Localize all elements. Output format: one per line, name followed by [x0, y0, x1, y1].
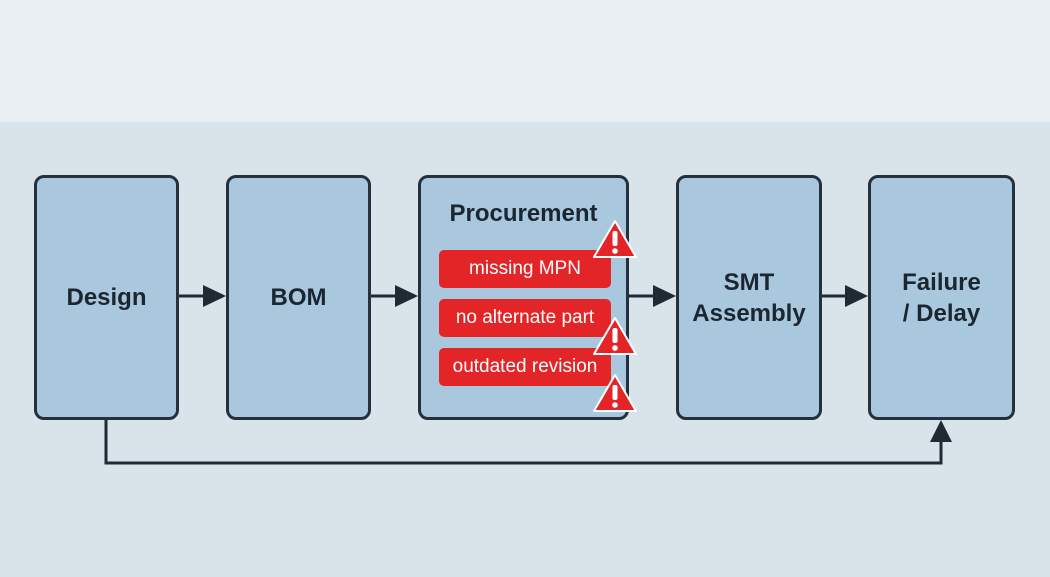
node-bom: BOM — [226, 175, 371, 420]
issue-missing-mpn: missing MPN — [439, 250, 611, 288]
node-smt-label: SMT Assembly — [692, 267, 805, 329]
warning-triangle-icon — [593, 220, 637, 258]
node-bom-label: BOM — [270, 284, 327, 311]
arrowhead-bom-procurement — [395, 285, 418, 307]
node-procurement: Procurement missing MPN no alternate par… — [418, 175, 629, 420]
warning-triangle-icon — [593, 374, 637, 412]
edge-design-failure-bypass — [104, 420, 943, 465]
node-procurement-label: Procurement — [449, 200, 598, 227]
warning-triangle-icon — [593, 317, 637, 355]
node-failure-label: Failure / Delay — [902, 267, 981, 329]
issue-no-alternate-part: no alternate part — [439, 299, 611, 337]
node-design-label: Design — [66, 284, 147, 311]
arrowhead-procurement-smt — [653, 285, 676, 307]
node-smt-label-line-1: SMT — [723, 268, 775, 296]
node-failure-delay: Failure / Delay — [868, 175, 1015, 420]
node-design: Design — [34, 175, 179, 420]
node-smt-assembly: SMT Assembly — [676, 175, 822, 420]
arrowhead-design-failure — [930, 420, 952, 442]
node-smt-label-line-2: Assembly — [692, 299, 806, 327]
node-failure-label-line-1: Failure — [902, 268, 981, 296]
arrowhead-design-bom — [203, 285, 226, 307]
arrowhead-smt-failure — [845, 285, 868, 307]
node-failure-label-line-2: / Delay — [902, 299, 981, 327]
issue-outdated-revision: outdated revision — [439, 348, 611, 386]
header-band — [0, 0, 1050, 122]
